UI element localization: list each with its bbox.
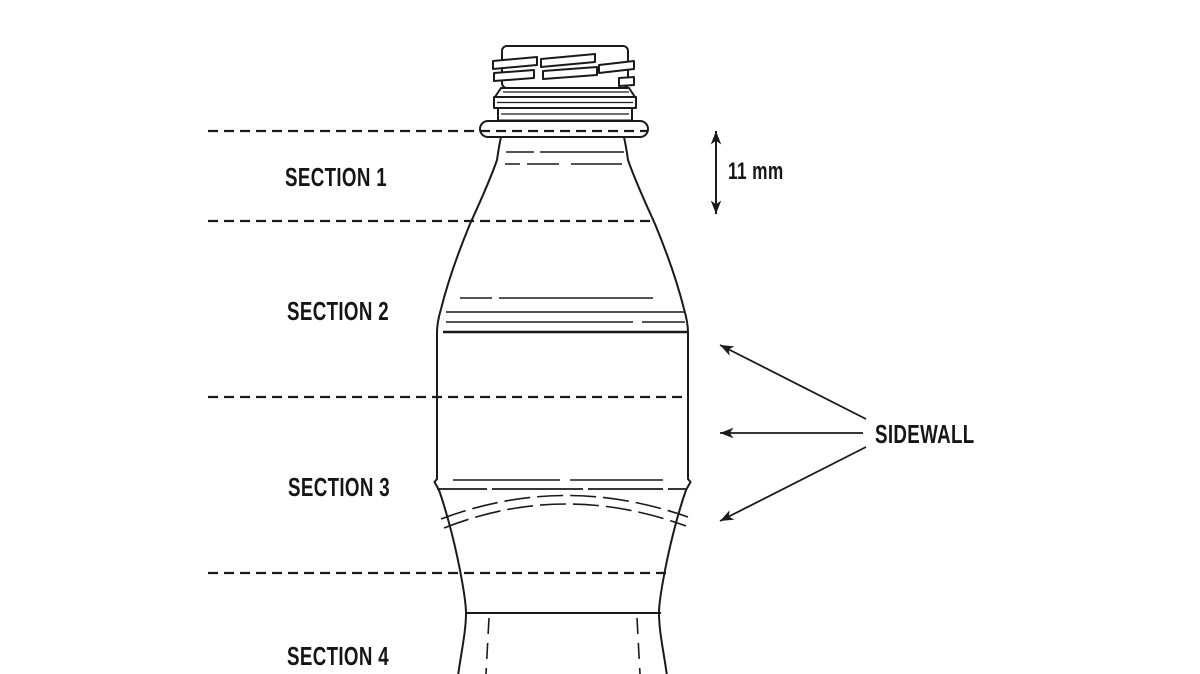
bottle-body-group: [433, 45, 692, 674]
sidewall-label: SIDEWALL: [875, 419, 975, 449]
sidewall-leader-arrows-icon: [719, 344, 867, 522]
section-2-label: SECTION 2: [287, 296, 390, 326]
neck-support-ring: [479, 120, 649, 138]
section-3-label: SECTION 3: [288, 472, 391, 502]
section-4-label: SECTION 4: [287, 641, 390, 671]
section-boundary-lines: [208, 129, 684, 575]
bottle-contour-lines: [437, 91, 689, 674]
dimension-value-label: 11 mm: [728, 158, 784, 185]
bottle-outline: [433, 136, 692, 674]
section-1-label: SECTION 1: [285, 162, 388, 192]
thread-segments: [492, 53, 635, 87]
